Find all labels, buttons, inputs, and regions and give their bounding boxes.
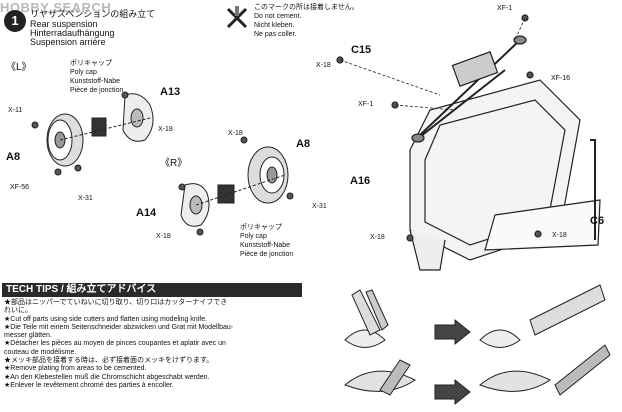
- part-label: A16: [350, 175, 371, 187]
- cement-note-jp: このマークの所は接着しません。: [254, 4, 359, 11]
- tech-tip-line: ★Cut off parts using side cutters and fl…: [4, 315, 208, 323]
- part-label: X-18: [552, 232, 567, 239]
- tech-tip-line: ★An den Klebestellen muß die Chromschich…: [4, 373, 210, 381]
- right-polycap-en: Poly cap: [240, 233, 267, 240]
- part-label: A8: [6, 151, 21, 163]
- step-title-fr: Suspension arrière: [30, 37, 106, 47]
- part-label: A13: [160, 86, 181, 98]
- part-label: X-31: [312, 203, 327, 210]
- right-hub-assembly: [178, 136, 294, 236]
- left-hub-assembly: [31, 91, 154, 176]
- tech-tip-line: ★部品はニッパーでていねいに切り取り、切り口はカッターナイフでき: [4, 299, 228, 306]
- part-label: A8: [296, 138, 311, 150]
- part-label: X-31: [78, 195, 93, 202]
- tech-tip-line: ★Die Teile mit einem Seitenschneider abz…: [4, 323, 234, 331]
- tech-tip-line: messer glätten.: [4, 332, 52, 340]
- tech-tip-line: ★メッキ部品を接着する時は、必ず接着面のメッキをけずります。: [4, 357, 214, 365]
- tech-tip-line: れいに。: [4, 307, 32, 315]
- right-polycap-de: Kunststoff-Nabe: [240, 242, 291, 249]
- step-number: 1: [11, 13, 19, 28]
- cement-note-en: Do not cement.: [254, 13, 302, 20]
- step-title-en: Rear suspension: [30, 19, 98, 29]
- cement-note-fr: Ne pas coller.: [254, 31, 297, 38]
- left-polycap-de: Kunststoff-Nabe: [70, 78, 121, 85]
- tech-tip-line: ★Remove plating from areas to be cemente…: [4, 365, 147, 373]
- tech-tips-header: TECH TIPS / 組み立てアドバイス: [2, 283, 302, 297]
- left-polycap-en: Poly cap: [70, 69, 97, 76]
- part-label: XF-1: [358, 101, 374, 108]
- part-label: XF-16: [551, 75, 571, 82]
- part-label: X-18: [156, 233, 171, 240]
- part-label: X-11: [8, 107, 23, 114]
- left-side-mark: 《L》: [6, 62, 32, 73]
- part-label: C6: [590, 215, 605, 227]
- part-label: X-18: [370, 234, 385, 241]
- part-label: C15: [351, 44, 372, 56]
- right-side-mark: 《R》: [160, 158, 188, 169]
- step-title-de: Hinterradaufhängung: [30, 28, 115, 38]
- tech-tip-line: ★Enlever le revêtement chromé des partie…: [4, 381, 174, 389]
- right-polycap-jp: ポリキャップ: [240, 224, 282, 231]
- tech-tips-list: ★部品はニッパーでていねいに切り取り、切り口はカッターナイフでき れいに。 ★C…: [4, 299, 300, 390]
- tech-tip-line: couteau de modélisme.: [4, 348, 77, 356]
- left-polycap-jp: ポリキャップ: [70, 60, 112, 67]
- rear-suspension-frame: [336, 14, 601, 271]
- step-title-jp: リヤサスペンションの組み立て: [30, 9, 156, 19]
- watermark: HOBBY SEARCH: [0, 0, 112, 15]
- left-polycap-fr: Pièce de jonction: [70, 87, 124, 94]
- part-label: X-18: [316, 62, 331, 69]
- part-label: X-18: [158, 126, 173, 133]
- no-cement-icon: [226, 6, 248, 29]
- part-label: XF-1: [497, 5, 513, 12]
- tech-tip-line: ★Détacher les pièces au moyen de pinces …: [4, 340, 226, 348]
- cement-note-de: Nicht kleben.: [254, 22, 295, 29]
- part-label: A14: [136, 207, 157, 219]
- part-label: XF-56: [10, 184, 30, 191]
- right-polycap-fr: Pièce de jonction: [240, 251, 294, 258]
- part-label: X-18: [228, 130, 243, 137]
- tech-tips-illustrations: [344, 284, 611, 406]
